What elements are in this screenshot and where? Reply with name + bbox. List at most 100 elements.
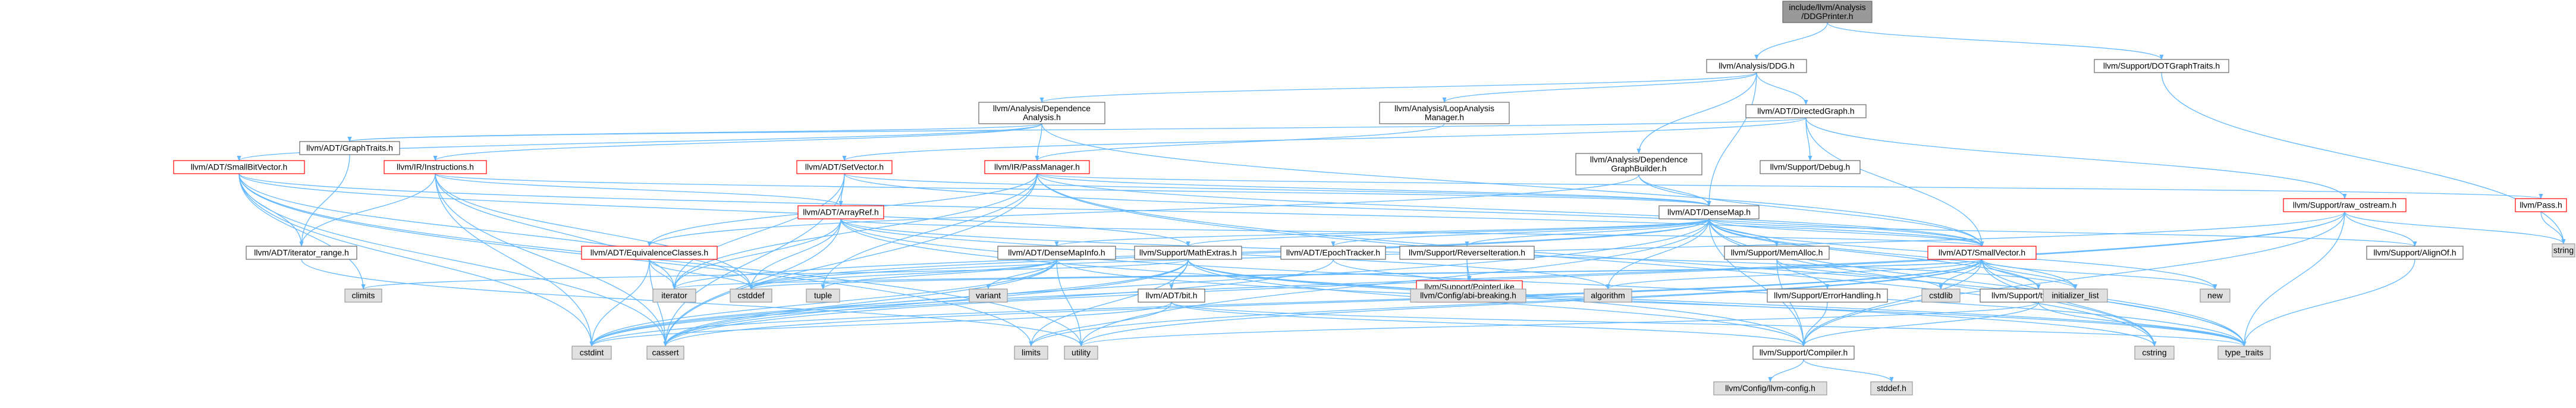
edge-arrayref-to-cassert — [663, 218, 841, 347]
edge-equiv-to-cstddef — [649, 259, 753, 290]
node-box — [2200, 288, 2231, 303]
node-label: cstdint — [580, 348, 604, 357]
edge-mathx-to-climits — [361, 259, 1189, 290]
node-label: llvm/Support/ErrorHandling.h — [1774, 291, 1881, 300]
node-label: llvm/Analysis/LoopAnalysis — [1394, 103, 1494, 113]
edge-passmgr-to-cassert — [663, 173, 1038, 347]
node-memalloc[interactable]: llvm/Support/MemAlloc.h — [1724, 246, 1830, 260]
node-box — [1399, 246, 1535, 260]
node-label: cassert — [652, 348, 678, 357]
edge-instr-to-iterator — [435, 173, 677, 290]
node-root[interactable]: include/llvm/Analysis/DDGPrinter.h — [1782, 1, 1873, 23]
edge-rawos-to-string — [2344, 211, 2566, 244]
edge-sbv-to-cassert — [238, 173, 668, 347]
node-pass[interactable]: llvm/Pass.h — [2515, 198, 2567, 212]
node-box — [806, 288, 840, 303]
edge-dotgt-to-string — [2161, 72, 2566, 244]
node-label: llvm/ADT/bit.h — [1145, 291, 1197, 300]
edge-reviter-to-ptrlike — [1466, 259, 1472, 281]
node-rawos[interactable]: llvm/Support/raw_ostream.h — [2283, 198, 2407, 212]
node-box — [1706, 59, 1807, 73]
node-debug[interactable]: llvm/Support/Debug.h — [1760, 160, 1861, 174]
node-dmi[interactable]: llvm/ADT/DenseMapInfo.h — [997, 246, 1116, 260]
edge-densemap-to-algorithm — [1606, 218, 1710, 290]
node-box — [1280, 246, 1386, 260]
node-box — [581, 246, 718, 260]
node-label: llvm/ADT/DirectedGraph.h — [1757, 106, 1854, 116]
node-mathx[interactable]: llvm/Support/MathExtras.h — [1134, 246, 1242, 260]
edge-instr-to-iterrange — [299, 173, 436, 247]
node-label: iterator — [661, 291, 687, 300]
edge-densemap-to-reviter — [1465, 218, 1710, 247]
node-box — [1134, 246, 1242, 260]
node-box — [2094, 59, 2229, 73]
node-errh[interactable]: llvm/Support/ErrorHandling.h — [1767, 288, 1888, 303]
edge-passmgr-to-pass — [1036, 173, 2543, 199]
node-compiler[interactable]: llvm/Support/Compiler.h — [1752, 346, 1855, 360]
edge-densemap-to-cstring — [1708, 218, 2157, 347]
node-label: type_traits — [2225, 348, 2264, 357]
edge-densemap-to-aligno — [1708, 218, 2417, 247]
edge-pass-to-string — [2540, 211, 2566, 244]
node-cstddef: cstddef — [730, 288, 772, 303]
node-label: llvm/Support/AlignOf.h — [2373, 248, 2456, 258]
edge-densemap-to-initlist — [1708, 218, 2078, 290]
edge-typetraits_h-to-utility — [1079, 302, 2039, 347]
edge-iterrange-to-utility — [301, 259, 1083, 347]
node-box — [1575, 153, 1702, 175]
node-smallvec[interactable]: llvm/ADT/SmallVector.h — [1927, 246, 2037, 260]
edge-dmi-to-cstdint — [589, 259, 1057, 347]
node-bit[interactable]: llvm/ADT/bit.h — [1138, 288, 1205, 303]
node-abibrk: llvm/Config/abi-breaking.h — [1410, 288, 1526, 303]
node-dirgraph[interactable]: llvm/ADT/DirectedGraph.h — [1745, 104, 1867, 118]
edge-ddg-to-dirgraph — [1756, 72, 1808, 105]
edge-dirgraph-to-gtraits — [348, 117, 1807, 142]
edge-setvec-to-smallvec — [844, 173, 1984, 247]
node-dotgt[interactable]: llvm/Support/DOTGraphTraits.h — [2094, 59, 2229, 73]
node-label: llvm/Support/DOTGraphTraits.h — [2103, 61, 2220, 71]
node-box — [1410, 288, 1526, 303]
edge-passmgr-to-densemap — [1036, 173, 1711, 206]
node-epoch[interactable]: llvm/ADT/EpochTracker.h — [1280, 246, 1386, 260]
node-box — [1870, 381, 1913, 396]
node-iterrange[interactable]: llvm/ADT/iterator_range.h — [246, 246, 357, 260]
edge-arrayref-to-smallvec — [840, 218, 1984, 247]
node-label: llvm/Support/Debug.h — [1770, 162, 1851, 172]
node-setvec[interactable]: llvm/ADT/SetVector.h — [796, 160, 893, 174]
node-sbv[interactable]: llvm/ADT/SmallBitVector.h — [173, 160, 305, 174]
node-climits: climits — [344, 288, 382, 303]
edge-instr-to-cassert — [435, 173, 668, 347]
edge-passmgr-to-smallvec — [1036, 173, 1984, 247]
node-densemap[interactable]: llvm/ADT/DenseMap.h — [1658, 205, 1760, 219]
node-new: new — [2200, 288, 2231, 303]
edge-arrayref-to-cstddef — [749, 218, 841, 290]
node-layer: include/llvm/Analysis/DDGPrinter.h llvm/A… — [173, 1, 2575, 396]
node-box — [796, 160, 893, 174]
node-box — [1379, 102, 1510, 124]
node-arrayref[interactable]: llvm/ADT/ArrayRef.h — [797, 205, 884, 219]
node-equiv[interactable]: llvm/ADT/EquivalenceClasses.h — [581, 246, 718, 260]
node-passmgr[interactable]: llvm/IR/PassManager.h — [984, 160, 1090, 174]
edge-dmi-to-variant — [986, 259, 1057, 290]
node-box — [571, 346, 612, 360]
edge-sbv-to-mathx — [238, 173, 1190, 247]
node-ddg[interactable]: llvm/Analysis/DDG.h — [1706, 59, 1807, 73]
edge-smallvec-to-iterator — [673, 259, 1983, 290]
edge-densemap-to-epoch — [1331, 218, 1710, 247]
edge-mathx-to-cstring — [1188, 259, 2157, 347]
edge-smallvec-to-limits — [1029, 259, 1983, 347]
node-reviter[interactable]: llvm/Support/ReverseIteration.h — [1399, 246, 1535, 260]
node-initlist: initializer_list — [2043, 288, 2108, 303]
node-gtraits[interactable]: llvm/ADT/GraphTraits.h — [299, 141, 400, 155]
edge-bit-to-typetraits — [1171, 302, 2247, 347]
node-instr[interactable]: llvm/IR/Instructions.h — [384, 160, 487, 174]
node-box — [2552, 243, 2575, 258]
edge-smallvec-to-initlist — [1981, 259, 2078, 290]
node-aligno[interactable]: llvm/Support/AlignOf.h — [2366, 246, 2464, 260]
edge-layer — [237, 22, 2566, 382]
edge-sbv-to-climits — [238, 173, 366, 290]
